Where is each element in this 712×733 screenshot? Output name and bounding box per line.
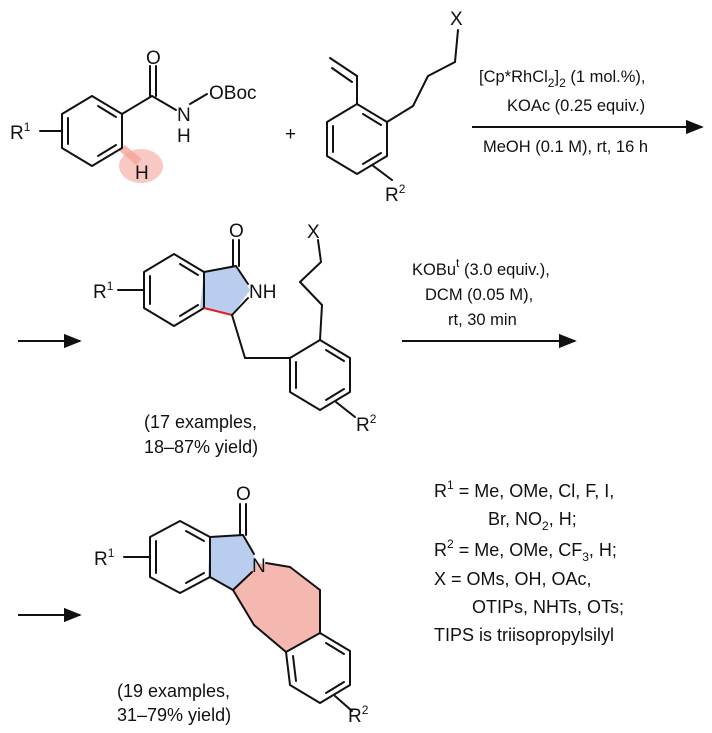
r2-definition: R2 = Me, OMe, CF3, H; xyxy=(434,537,617,564)
r2-label: R2 xyxy=(356,412,377,436)
ring-double-bond xyxy=(325,349,345,362)
ch-hydrogen-label: H xyxy=(135,163,149,184)
c-n-bond xyxy=(151,95,177,111)
step3-yield-line1: (19 examples, xyxy=(117,681,230,701)
time-condition: rt, 30 min xyxy=(448,311,517,329)
side-chain-bond xyxy=(299,281,323,306)
solvent-condition: DCM (0.05 M), xyxy=(425,286,533,304)
chain-bond xyxy=(427,61,456,77)
c-n-bond xyxy=(235,265,249,285)
azepine-bond xyxy=(289,566,321,591)
lactam-ring-fill xyxy=(208,535,258,590)
x-label: X xyxy=(307,222,320,243)
final-fused-product: O N R1 R2 xyxy=(94,484,369,727)
carbonyl-carbon-bond xyxy=(121,95,153,115)
aryl-carbonyl-bond xyxy=(209,534,244,538)
new-cc-bond xyxy=(203,307,233,316)
oxygen-label: O xyxy=(229,221,244,242)
azepine-ring-fill xyxy=(233,563,320,652)
ring-double-bond xyxy=(362,113,382,126)
step3-yield-line2: 31–79% yield) xyxy=(117,705,231,725)
r2-bond xyxy=(371,164,393,181)
x-label: X xyxy=(450,9,463,30)
r2-label: R2 xyxy=(385,182,406,206)
azepine-bond xyxy=(253,624,287,653)
n-c-bond xyxy=(232,571,253,591)
ch2-bond xyxy=(231,314,246,359)
chain-bond xyxy=(386,105,414,123)
x-definition-line1: X = OMs, OH, OAc, xyxy=(434,569,592,589)
aryl-ring xyxy=(289,339,351,411)
n-c-bond xyxy=(231,297,249,316)
r2-bond xyxy=(334,695,353,712)
r1-definition-line2: Br, NO2, H; xyxy=(488,509,577,533)
c-n-bond xyxy=(242,534,255,555)
n-o-bond xyxy=(189,93,208,105)
vinyl-double-bond xyxy=(329,57,358,77)
step1-arrow-group: [Cp*RhCl2]2 (1 mol.%), KOAc (0.25 equiv.… xyxy=(472,68,704,156)
ch-bond-highlight xyxy=(119,144,142,166)
r1-label: R1 xyxy=(93,279,114,303)
lactam-ring-fill xyxy=(200,266,250,315)
benzene-ring xyxy=(61,95,123,167)
side-chain-bond xyxy=(319,304,323,341)
intermediate-isoindolinone: O NH X R1 R2 xyxy=(93,221,377,436)
substituent-legend: R1 = Me, OMe, Cl, F, I, Br, NO2, H; R2 =… xyxy=(434,478,624,645)
ring-double-bond xyxy=(185,530,205,542)
nitrogen-label: N xyxy=(177,105,191,126)
catalyst-condition: [Cp*RhCl2]2 (1 mol.%), xyxy=(479,68,646,90)
benzene-ring xyxy=(143,253,205,327)
side-chain-bond xyxy=(317,239,322,263)
plus-sign: + xyxy=(285,124,296,145)
aryl-carbonyl-bond xyxy=(203,265,237,273)
n-hydrogen-label: H xyxy=(177,126,191,147)
fused-cc-bond xyxy=(209,576,234,591)
nitrogen-label: N xyxy=(252,556,266,577)
step2-arrow-group: KOBut (3.0 equiv.), DCM (0.05 M), rt, 30… xyxy=(402,256,577,349)
benzene-ring xyxy=(326,103,388,175)
base-condition: KOAc (0.25 equiv.) xyxy=(507,97,645,115)
oxygen-label: O xyxy=(236,484,251,505)
r1-label: R1 xyxy=(94,546,115,570)
oxygen-label: O xyxy=(146,48,161,69)
azepine-bond xyxy=(265,562,291,568)
r2-bond xyxy=(335,401,356,418)
ring-double-bond xyxy=(185,572,205,584)
side-chain-bond xyxy=(299,261,322,283)
ring-double-bond xyxy=(362,152,382,165)
reactant-benzamide: O N H OBoc H R1 xyxy=(10,48,257,184)
aryl-ring xyxy=(285,632,351,704)
vinyl-double-bond xyxy=(331,67,353,83)
ring-double-bond xyxy=(179,263,199,276)
solvent-condition: MeOH (0.1 M), rt, 16 h xyxy=(483,138,648,156)
step2-yield-line2: 18–87% yield) xyxy=(144,437,258,457)
ring-double-bond xyxy=(325,642,345,655)
ring-double-bond xyxy=(97,144,117,157)
r1-definition-line1: R1 = Me, OMe, Cl, F, I, xyxy=(434,478,614,501)
r1-label: R1 xyxy=(10,120,31,144)
base-condition: KOBut (3.0 equiv.), xyxy=(412,256,550,279)
x-definition-line2: OTIPs, NHTs, OTs; xyxy=(472,597,624,617)
chain-bond xyxy=(412,75,429,107)
ring-double-bond xyxy=(325,388,345,401)
ring-double-bond xyxy=(292,655,297,682)
ring-double-bond xyxy=(179,304,199,317)
tips-note: TIPS is triisopropylsilyl xyxy=(434,625,614,645)
r2-label: R2 xyxy=(348,703,369,727)
ring-double-bond xyxy=(325,681,345,694)
nh-label: NH xyxy=(249,282,276,303)
step2-yield-line1: (17 examples, xyxy=(144,412,257,432)
chain-bond xyxy=(454,29,459,63)
ring-double-bond xyxy=(97,105,117,118)
oboc-label: OBoc xyxy=(209,83,257,104)
azepine-bond xyxy=(232,589,255,626)
benzene-ring xyxy=(149,520,211,594)
reactant-styrene: X R2 xyxy=(326,9,463,206)
